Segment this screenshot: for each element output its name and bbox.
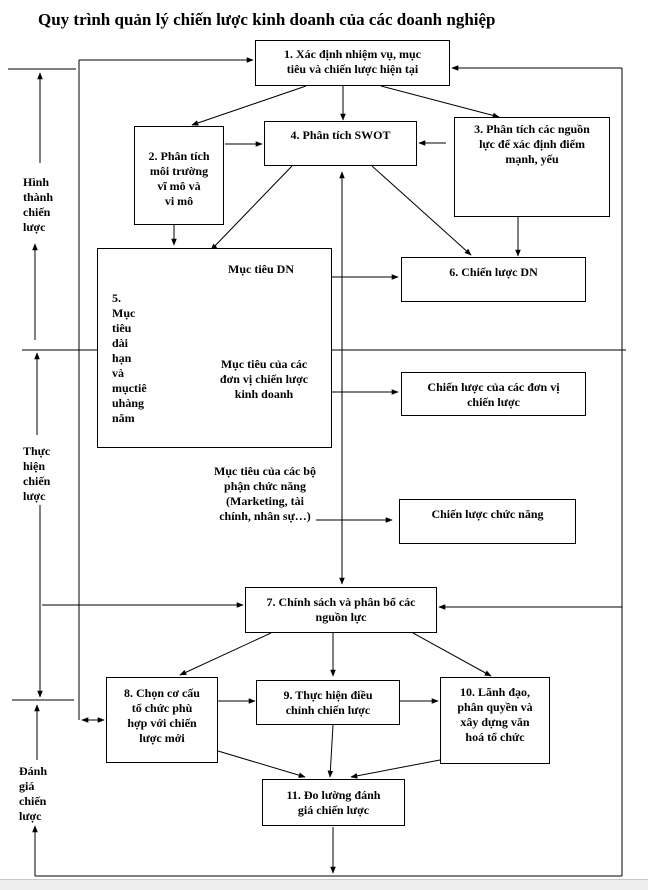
arrow-4-to-6 xyxy=(371,165,472,256)
diagram-title: Quy trình quản lý chiến lược kinh doanh … xyxy=(38,10,496,29)
box-10-leadership: 10. Lãnh đạo, phân quyền và xây dựng văn… xyxy=(440,677,550,764)
box-8-structure: 8. Chọn cơ cấu tổ chức phù hợp với chiến… xyxy=(106,677,218,763)
stage-label-evaluation: Đánh giá chiến lược xyxy=(19,764,48,823)
arrow-9-to-11 xyxy=(327,724,334,778)
box-7-label: 7. Chính sách và phân bổ các nguồn lực xyxy=(266,595,416,624)
box-11-evaluation: 11. Đo lường đánh giá chiến lược xyxy=(262,779,405,826)
box-functional-strategy: Chiến lược chức năng xyxy=(399,499,576,544)
box-functional-strategy-label: Chiến lược chức năng xyxy=(431,507,544,521)
objective-units-label: Mục tiêu của các đơn vị chiến lược kinh … xyxy=(219,357,309,401)
arrow-7-to-10 xyxy=(412,632,492,677)
box-9-adjust: 9. Thực hiện điều chỉnh chiến lược xyxy=(256,680,400,725)
box-6-enterprise-strategy: 6. Chiến lược DN xyxy=(401,257,586,302)
box-10-label: 10. Lãnh đạo, phân quyền và xây dựng văn… xyxy=(457,685,533,744)
box-5-label: 5. Mục tiêu dài hạn và mụctiê uhàng năm xyxy=(112,291,147,425)
stage-label-implementation: Thực hiện chiến lược xyxy=(23,444,51,503)
box-4-swot: 4. Phân tích SWOT xyxy=(264,121,417,166)
box-unit-strategy-label: Chiến lược của các đơn vị chiến lược xyxy=(427,380,560,409)
box-2-environment: 2. Phân tích môi trường vĩ mô và vi mô xyxy=(134,126,224,225)
box-9-label: 9. Thực hiện điều chỉnh chiến lược xyxy=(283,688,373,717)
box-11-label: 11. Đo lường đánh giá chiến lược xyxy=(286,788,381,817)
arrow-8-to-11 xyxy=(217,750,306,778)
box-6-label: 6. Chiến lược DN xyxy=(449,265,538,279)
box-1-mission: 1. Xác định nhiệm vụ, mục tiêu và chiến … xyxy=(255,40,450,86)
arrow-10-to-11 xyxy=(350,759,441,779)
objective-functions-label: Mục tiêu của các bộ phận chức năng (Mark… xyxy=(214,464,316,523)
arrow-7-to-8 xyxy=(179,632,272,676)
arrow-4-to-5 xyxy=(210,165,293,251)
box-3-label: 3. Phân tích các nguồn lực để xác định đ… xyxy=(474,122,590,166)
box-unit-strategy: Chiến lược của các đơn vị chiến lược xyxy=(401,372,586,416)
box-5-objectives xyxy=(97,248,332,448)
box-1-label: 1. Xác định nhiệm vụ, mục tiêu và chiến … xyxy=(283,47,422,76)
stage-label-formation: Hình thành chiến lược xyxy=(23,175,54,234)
arrow-1-to-2 xyxy=(191,85,307,126)
box-7-policies: 7. Chính sách và phân bổ các nguồn lực xyxy=(245,587,437,633)
box-4-label: 4. Phân tích SWOT xyxy=(290,128,391,142)
objective-dn-label: Mục tiêu DN xyxy=(228,262,294,276)
box-2-label: 2. Phân tích môi trường vĩ mô và vi mô xyxy=(148,149,210,208)
arrow-1-to-3 xyxy=(380,85,500,119)
bottom-divider xyxy=(0,879,648,890)
box-8-label: 8. Chọn cơ cấu tổ chức phù hợp với chiến… xyxy=(124,686,200,745)
box-3-resources: 3. Phân tích các nguồn lực để xác định đ… xyxy=(454,117,610,217)
